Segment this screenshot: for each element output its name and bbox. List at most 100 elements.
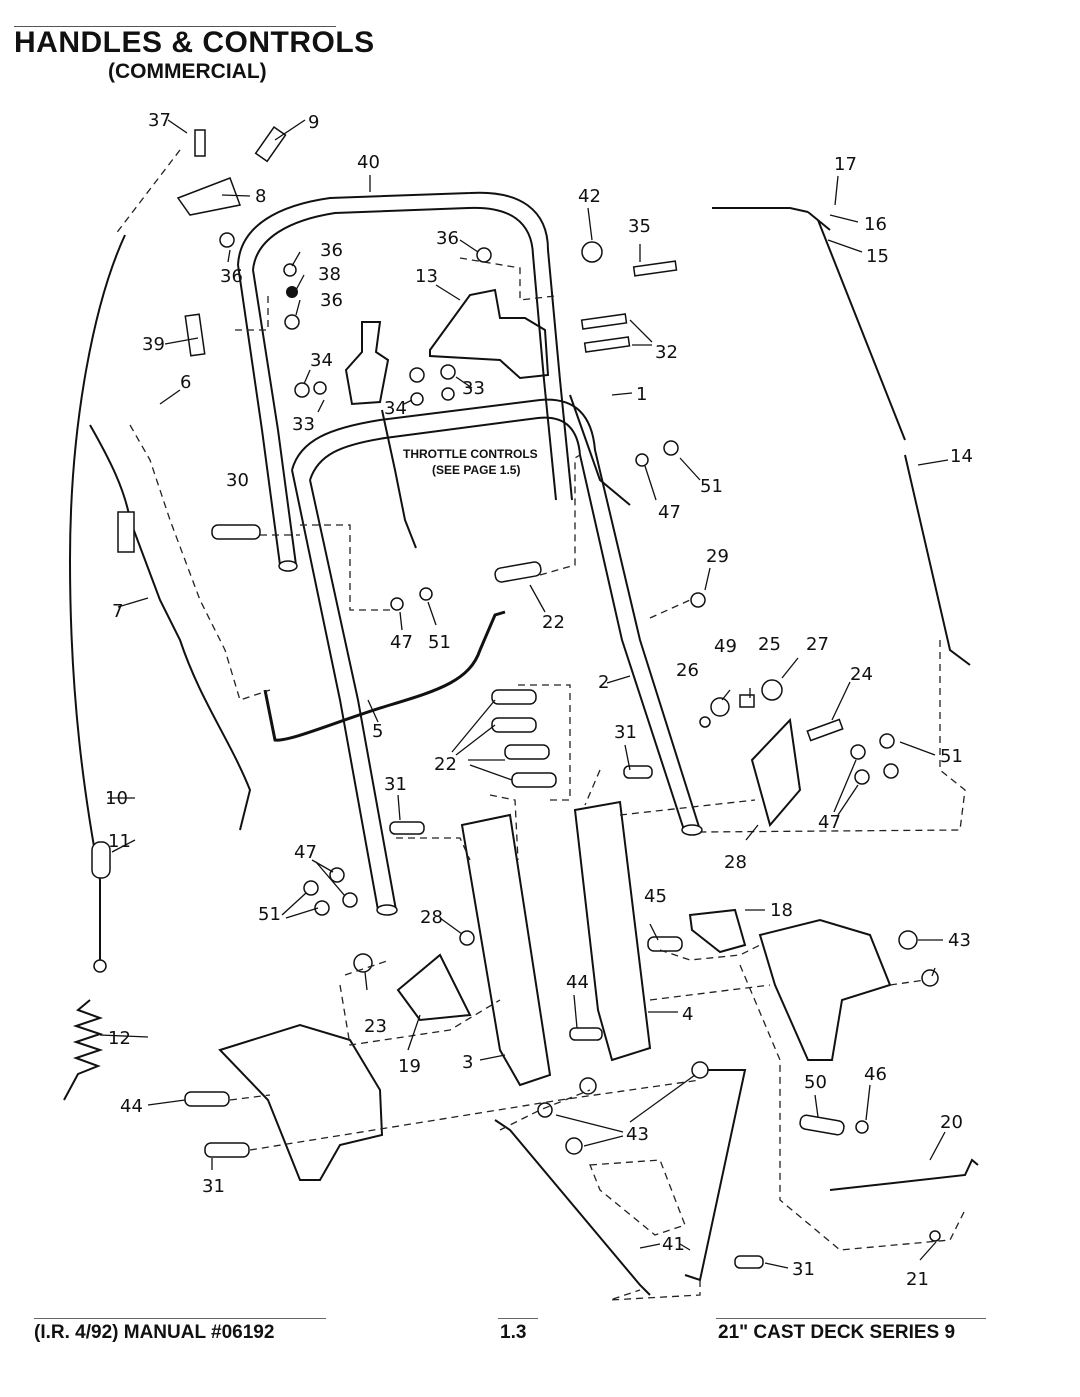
control-bracket xyxy=(429,288,550,380)
callout-47-d: 47 xyxy=(294,842,317,863)
callout-1: 1 xyxy=(636,384,647,405)
callout-33-a: 33 xyxy=(292,414,315,435)
lower-handle-left-end xyxy=(376,904,398,916)
footer-page-number: 1.3 xyxy=(500,1322,527,1343)
upper-handle-right-end xyxy=(569,394,631,506)
callout-47-a: 47 xyxy=(658,502,681,523)
callout-27: 27 xyxy=(806,634,829,655)
callout-32: 32 xyxy=(655,342,678,363)
lower-handle-inner xyxy=(309,416,685,831)
cable-end-eye xyxy=(93,959,107,973)
callout-2: 2 xyxy=(598,672,609,693)
callout-24: 24 xyxy=(850,664,873,685)
bracket-4 xyxy=(573,800,652,1062)
callout-44-b: 44 xyxy=(120,1096,143,1117)
cable-7-adjuster xyxy=(117,511,135,553)
page-title: HANDLES & CONTROLS xyxy=(14,26,375,59)
assembly-lines xyxy=(114,149,966,1301)
leader-lines xyxy=(99,119,949,1269)
bracket-3 xyxy=(460,813,552,1087)
upper-handle xyxy=(237,191,573,501)
lower-handle-right-end xyxy=(681,824,703,836)
callout-47-b: 47 xyxy=(390,632,413,653)
callout-31-d: 31 xyxy=(792,1259,815,1280)
rod-17 xyxy=(712,207,809,213)
footer-rule-left xyxy=(34,1318,326,1319)
footer-rule-right xyxy=(716,1318,986,1319)
callout-36-a: 36 xyxy=(220,266,243,287)
callout-40: 40 xyxy=(357,152,380,173)
callout-43-a: 43 xyxy=(948,930,971,951)
footer-rule-center xyxy=(498,1318,538,1319)
upper-handle-left-leg-inner xyxy=(252,269,297,566)
callout-13: 13 xyxy=(415,266,438,287)
callout-15: 15 xyxy=(866,246,889,267)
callout-22-a: 22 xyxy=(542,612,565,633)
callout-38: 38 xyxy=(318,264,341,285)
link-bar-right xyxy=(684,1069,747,1282)
spring-16 xyxy=(807,211,831,231)
callout-39: 39 xyxy=(142,334,165,355)
callout-20: 20 xyxy=(940,1112,963,1133)
callout-21: 21 xyxy=(906,1269,929,1290)
spring xyxy=(63,999,104,1101)
callout-28-b: 28 xyxy=(420,907,443,928)
control-cable xyxy=(68,234,126,960)
callout-31-a: 31 xyxy=(614,722,637,743)
page-subtitle: (COMMERCIAL) xyxy=(108,60,267,83)
right-height-plate xyxy=(758,918,892,1061)
callout-44-a: 44 xyxy=(566,972,589,993)
callout-28-a: 28 xyxy=(724,852,747,873)
callout-37: 37 xyxy=(148,110,171,131)
callout-6: 6 xyxy=(180,372,191,393)
left-height-plate xyxy=(218,1023,384,1181)
callout-51-a: 51 xyxy=(700,476,723,497)
callout-18: 18 xyxy=(770,900,793,921)
footer-manual: (I.R. 4/92) MANUAL #06192 xyxy=(34,1322,275,1343)
link-bar-left xyxy=(494,1119,651,1296)
callout-31-b: 31 xyxy=(384,774,407,795)
callout-43-b: 43 xyxy=(626,1124,649,1145)
callout-14: 14 xyxy=(950,446,973,467)
callout-50: 50 xyxy=(804,1072,827,1093)
callout-12: 12 xyxy=(108,1028,131,1049)
callout-46: 46 xyxy=(864,1064,887,1085)
callout-5: 5 xyxy=(372,721,383,742)
callout-51-d: 51 xyxy=(258,904,281,925)
callout-36-d: 36 xyxy=(436,228,459,249)
cable-sleeve xyxy=(91,841,111,879)
throttle-cable xyxy=(381,409,417,549)
callout-51-b: 51 xyxy=(428,632,451,653)
hardware xyxy=(176,126,941,1269)
callout-34-a: 34 xyxy=(310,350,333,371)
callout-9: 9 xyxy=(308,112,319,133)
upper-handle-left-leg xyxy=(237,264,281,566)
lower-handle-left-leg-inner xyxy=(309,479,397,911)
callout-45: 45 xyxy=(644,886,667,907)
callout-34-b: 34 xyxy=(384,398,407,419)
throttle-note-line1: THROTTLE CONTROLS xyxy=(403,447,538,461)
bracket-28 xyxy=(750,717,802,828)
upper-handle-left-end xyxy=(278,560,298,572)
callout-36-c: 36 xyxy=(320,290,343,311)
callout-29: 29 xyxy=(706,546,729,567)
callout-7: 7 xyxy=(112,601,123,622)
callout-31-c: 31 xyxy=(202,1176,225,1197)
throttle-note-line2: (SEE PAGE 1.5) xyxy=(432,463,520,477)
callout-16: 16 xyxy=(864,214,887,235)
footer-series: 21" CAST DECK SERIES 9 xyxy=(718,1322,956,1343)
callout-22-b: 22 xyxy=(434,754,457,775)
lower-handle xyxy=(291,398,701,831)
throttle-rod-lower xyxy=(904,454,971,666)
callout-8: 8 xyxy=(255,186,266,207)
callout-11: 11 xyxy=(108,831,131,852)
callout-labels: 37 9 8 36 36 38 36 39 40 42 36 35 13 32 … xyxy=(105,110,973,1290)
callout-33-b: 33 xyxy=(462,378,485,399)
rod-20 xyxy=(829,1158,979,1191)
callout-35: 35 xyxy=(628,216,651,237)
bracket-18 xyxy=(688,908,747,954)
callout-42: 42 xyxy=(578,186,601,207)
callout-36-b: 36 xyxy=(320,240,343,261)
callout-41: 41 xyxy=(662,1234,685,1255)
